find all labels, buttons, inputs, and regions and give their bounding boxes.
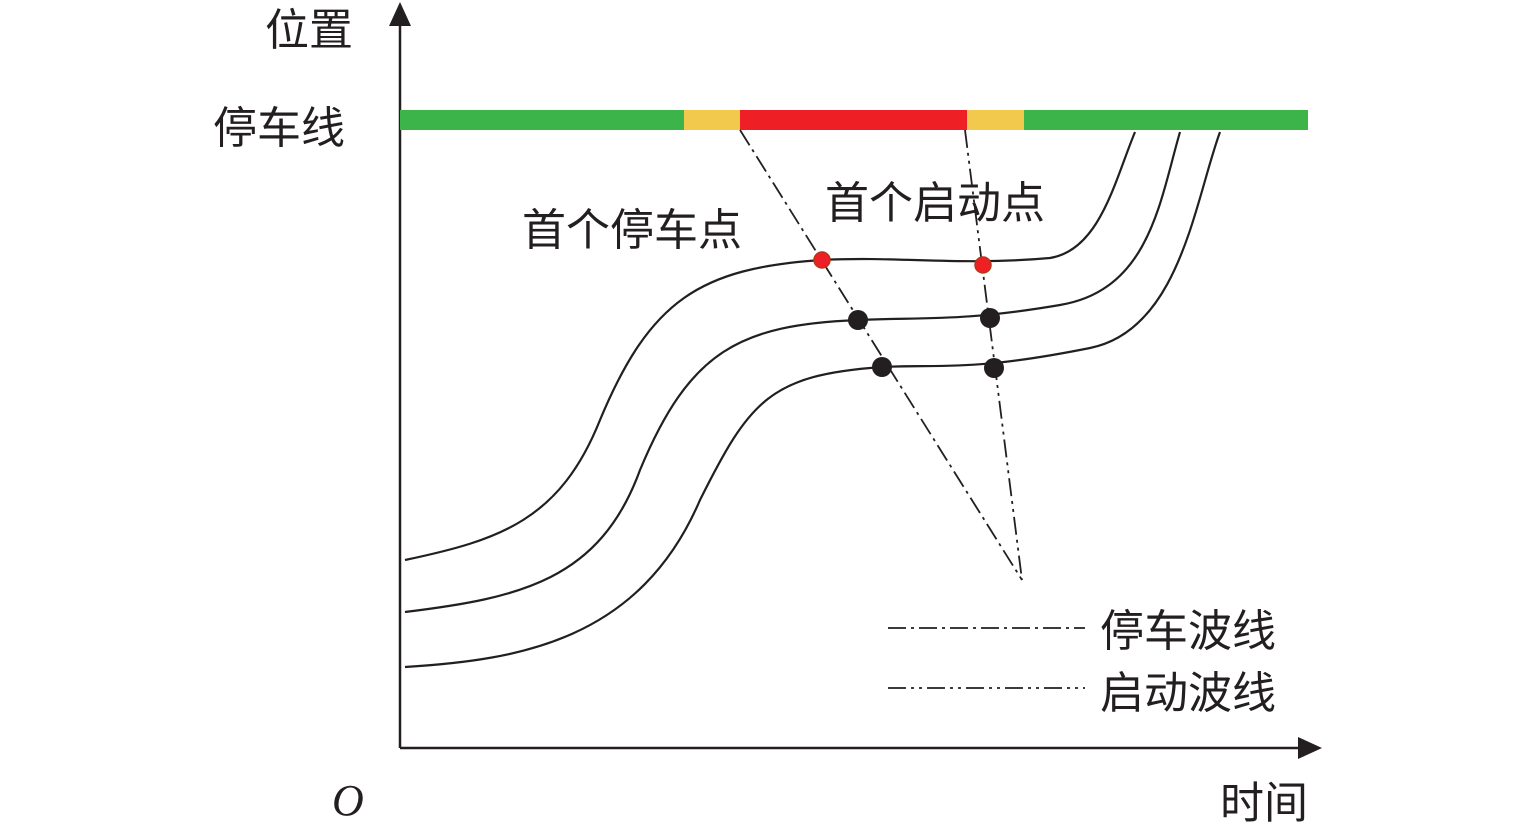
starting-wave-line — [964, 129, 1023, 581]
origin-label: O — [332, 776, 364, 825]
signal-yellow-phase — [967, 110, 1025, 130]
start-point-marker — [980, 308, 1000, 328]
signal-green-phase — [1024, 110, 1308, 130]
stop-point-marker — [848, 310, 868, 330]
first-stop-point-marker — [813, 251, 831, 269]
first-start-point-label: 首个启动点 — [825, 178, 1045, 229]
vehicle-trajectory-1 — [404, 131, 1137, 562]
y-axis-label: 位置 — [265, 5, 353, 56]
first-stop-point-label: 首个停车点 — [522, 205, 742, 256]
vehicle-trajectory-2 — [404, 131, 1182, 614]
legend: 停车波线 启动波线 — [888, 606, 1276, 719]
first-start-point-marker — [974, 256, 992, 274]
signal-yellow-phase — [684, 110, 741, 130]
signal-green-phase — [400, 110, 685, 130]
x-axis-label: 时间 — [1220, 778, 1308, 829]
start-point-marker — [984, 358, 1004, 378]
legend-stopping-wave-label: 停车波线 — [1100, 606, 1276, 657]
vehicle-trajectory-3 — [404, 131, 1222, 669]
x-axis-arrow-icon — [1298, 737, 1322, 759]
legend-starting-wave-label: 启动波线 — [1100, 668, 1276, 719]
stop-line-label: 停车线 — [213, 103, 345, 154]
stop-point-marker — [872, 357, 892, 377]
signal-red-phase — [740, 110, 968, 130]
y-axis-arrow-icon — [389, 2, 411, 26]
stopping-wave-line — [739, 129, 1023, 581]
